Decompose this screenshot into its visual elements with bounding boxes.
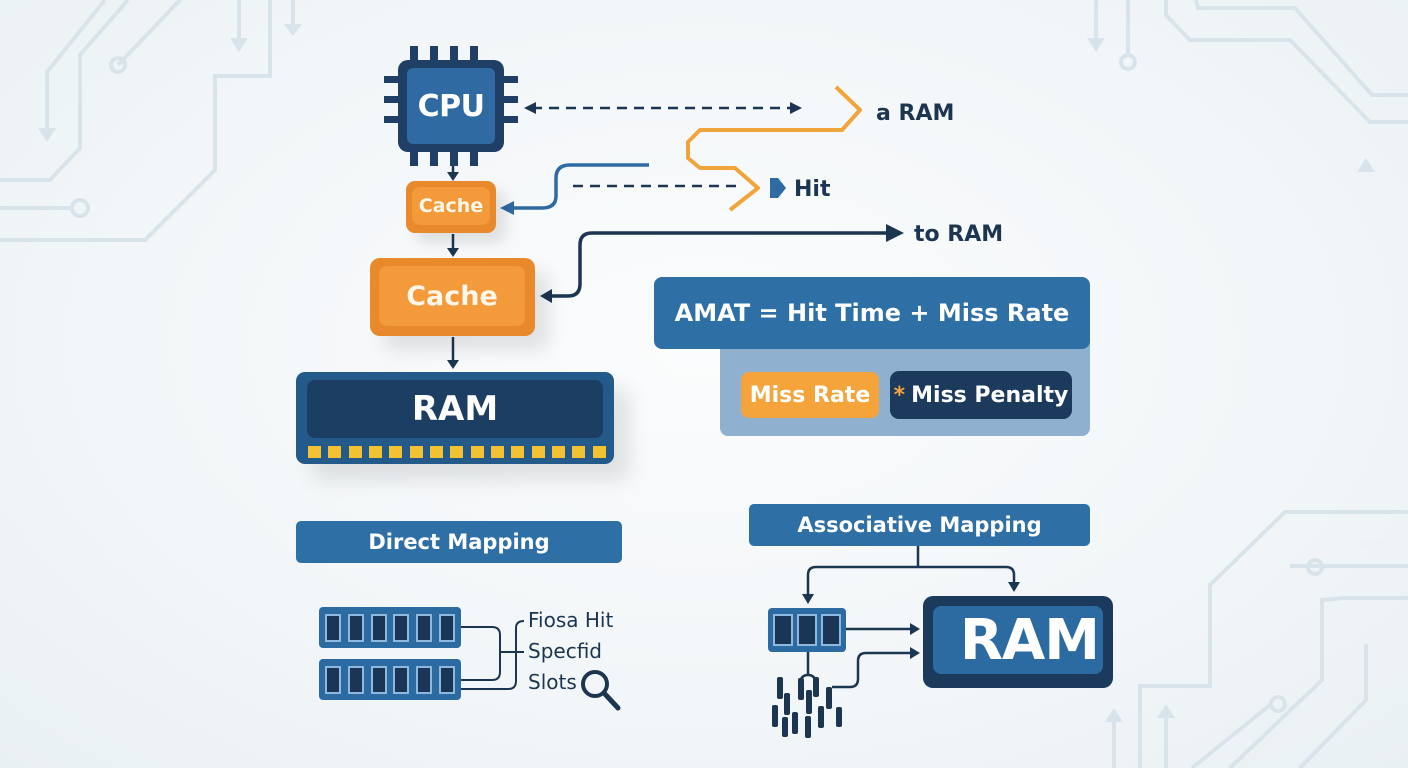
direct-mapping-header: Direct Mapping bbox=[296, 521, 622, 563]
ram-module-block: RAM bbox=[296, 372, 614, 464]
label-a-ram: a RAM bbox=[876, 101, 955, 126]
direct-mapping-bracket bbox=[461, 620, 525, 690]
ram-label: RAM bbox=[307, 380, 603, 438]
miss-penalty-label: Miss Penalty bbox=[911, 382, 1069, 408]
cpu-label: CPU bbox=[407, 68, 495, 144]
scattered-blocks-icon bbox=[772, 677, 842, 738]
associative-ram-block: RAM bbox=[923, 596, 1113, 688]
blue-return-arrow bbox=[508, 163, 649, 210]
to-ram-arrow bbox=[548, 231, 886, 298]
associative-connectors bbox=[798, 546, 1016, 689]
note-line: Slots bbox=[528, 670, 577, 694]
cache-l2-label: Cache bbox=[379, 266, 525, 326]
label-to-ram: to RAM bbox=[914, 222, 1004, 247]
direct-mapping-notes: Fiosa Hit Specfid Slots bbox=[528, 605, 613, 698]
associative-cache-block bbox=[768, 608, 846, 652]
ram-pins bbox=[308, 446, 606, 458]
hit-marker-icon bbox=[770, 178, 786, 198]
associative-ram-label: RAM bbox=[933, 606, 1103, 674]
formula-main: AMAT = Hit Time + Miss Rate bbox=[654, 277, 1090, 349]
associative-mapping-header: Associative Mapping bbox=[749, 504, 1090, 546]
cache-l1-label: Cache bbox=[412, 187, 490, 225]
multiply-operator: * bbox=[893, 382, 906, 408]
miss-rate-chip: Miss Rate bbox=[741, 372, 879, 418]
note-line: Fiosa Hit bbox=[528, 608, 614, 632]
label-hit: Hit bbox=[794, 177, 831, 202]
orange-zigzag-path bbox=[686, 85, 862, 212]
direct-cache-row bbox=[319, 607, 461, 648]
direct-cache-row bbox=[319, 659, 461, 700]
cpu-block: CPU bbox=[398, 60, 504, 152]
miss-penalty-chip: * Miss Penalty bbox=[890, 371, 1072, 419]
note-line: Specfid bbox=[528, 639, 602, 663]
cpu-chip-icon bbox=[384, 46, 518, 166]
cache-l1-block: Cache bbox=[406, 181, 496, 233]
magnifier-icon bbox=[581, 670, 621, 711]
cpu-ram-dashed-arrow bbox=[524, 102, 802, 114]
cache-l2-block: Cache bbox=[370, 258, 535, 336]
